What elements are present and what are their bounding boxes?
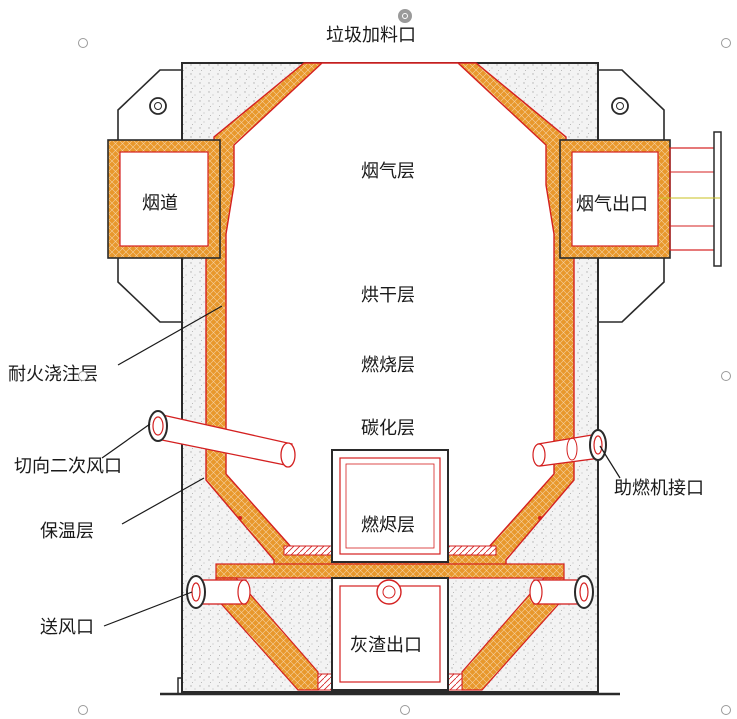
outlet-flange [669, 147, 717, 251]
leader-burner [599, 445, 621, 479]
resize-handle-top-left[interactable] [78, 38, 88, 48]
tangential-air-pipe [148, 410, 296, 468]
label-carbonization-layer: 碳化层 [361, 418, 415, 439]
label-flue: 烟道 [142, 193, 178, 214]
burnout-door [331, 449, 449, 563]
label-ash-outlet: 灰渣出口 [350, 635, 422, 656]
label-combustion-layer: 燃烧层 [361, 355, 415, 376]
bracket-left [117, 69, 182, 323]
label-feed-inlet: 垃圾加料口 [326, 25, 416, 46]
air-inlet-left [186, 575, 251, 609]
resize-handle-top-right[interactable] [721, 38, 731, 48]
leader-insulation [121, 477, 205, 525]
bracket-right [598, 69, 665, 323]
bolt-right [611, 97, 629, 115]
label-flue-gas-layer: 烟气层 [361, 161, 415, 182]
leader-tangential [101, 423, 151, 459]
label-flue-gas-outlet: 烟气出口 [576, 194, 648, 215]
label-tangential-air-inlet: 切向二次风口 [14, 456, 122, 477]
ash-door-knob [376, 579, 402, 605]
resize-handle-mid-left[interactable] [78, 371, 88, 381]
label-drying-layer: 烘干层 [361, 285, 415, 306]
leader-refractory [117, 305, 223, 366]
resize-handle-bottom-right[interactable] [721, 705, 731, 715]
bolt-left [149, 97, 167, 115]
label-burnout-layer: 燃烬层 [361, 515, 415, 536]
label-burner-interface: 助燃机接口 [614, 478, 704, 499]
label-air-supply-inlet: 送风口 [40, 617, 94, 638]
resize-handle-bottom-mid[interactable] [400, 705, 410, 715]
resize-handle-bottom-left[interactable] [78, 705, 88, 715]
leader-air-inlet [103, 591, 193, 627]
lower-beam [215, 563, 565, 579]
rotate-handle-icon[interactable] [398, 9, 412, 23]
label-insulation-layer: 保温层 [40, 521, 94, 542]
air-inlet-right [529, 575, 594, 609]
label-refractory-castable: 耐火浇注层 [8, 364, 98, 385]
burner-pipe [532, 429, 607, 467]
resize-handle-mid-right[interactable] [721, 371, 731, 381]
